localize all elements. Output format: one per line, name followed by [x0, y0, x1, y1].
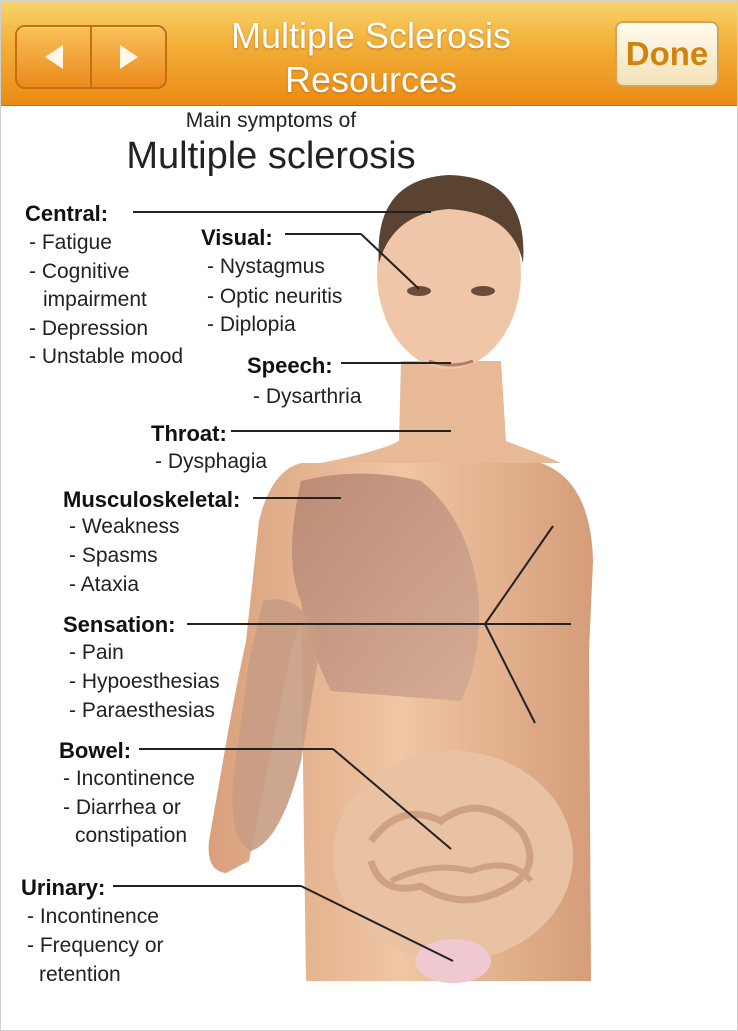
page-title: Multiple Sclerosis	[171, 15, 571, 57]
musculoskeletal-item: - Spasms	[69, 544, 158, 568]
visual-item: - Nystagmus	[207, 255, 325, 279]
urinary-item: - Incontinence	[27, 905, 159, 929]
central-item: - Fatigue	[29, 231, 112, 255]
urinary-heading: Urinary:	[21, 875, 105, 901]
urinary-item: - Frequency or	[27, 934, 164, 958]
sensation-item: - Hypoesthesias	[69, 670, 220, 694]
neck-shape	[321, 361, 561, 463]
bowel-item: - Diarrhea or	[63, 796, 181, 820]
throat-heading: Throat:	[151, 421, 227, 447]
musculoskeletal-item: - Weakness	[69, 515, 180, 539]
sensation-heading: Sensation:	[63, 612, 175, 638]
urinary-item: retention	[39, 963, 121, 987]
bowel-item: constipation	[75, 824, 187, 848]
diagram-title: Multiple sclerosis	[1, 135, 541, 178]
central-item: - Cognitive	[29, 260, 129, 284]
forward-button[interactable]	[90, 27, 165, 87]
musculoskeletal-item: - Ataxia	[69, 573, 139, 597]
sensation-item: - Pain	[69, 641, 124, 665]
triangle-left-icon	[45, 45, 63, 69]
visual-heading: Visual:	[201, 225, 273, 251]
done-button[interactable]: Done	[615, 21, 719, 87]
central-item: - Depression	[29, 317, 148, 341]
visual-item: - Diplopia	[207, 313, 296, 337]
diagram-subtitle: Main symptoms of	[1, 109, 541, 133]
bowel-heading: Bowel:	[59, 738, 131, 764]
musculoskeletal-heading: Musculoskeletal:	[63, 487, 240, 513]
throat-item: - Dysphagia	[155, 450, 267, 474]
central-heading: Central:	[25, 201, 108, 227]
back-button[interactable]	[17, 27, 90, 87]
sensation-item: - Paraesthesias	[69, 699, 215, 723]
symptoms-diagram: Main symptoms of Multiple sclerosis Cent…	[1, 105, 737, 1030]
intestines-shape	[333, 751, 573, 961]
visual-item: - Optic neuritis	[207, 285, 342, 309]
back-forward-control	[15, 25, 167, 89]
speech-heading: Speech:	[247, 353, 333, 379]
triangle-right-icon	[120, 45, 138, 69]
bowel-item: - Incontinence	[63, 767, 195, 791]
navigation-bar: Multiple Sclerosis Resources Done	[1, 1, 737, 106]
central-item: - Unstable mood	[29, 345, 183, 369]
central-item: impairment	[43, 288, 147, 312]
speech-item: - Dysarthria	[253, 385, 362, 409]
page-subtitle: Resources	[171, 59, 571, 101]
